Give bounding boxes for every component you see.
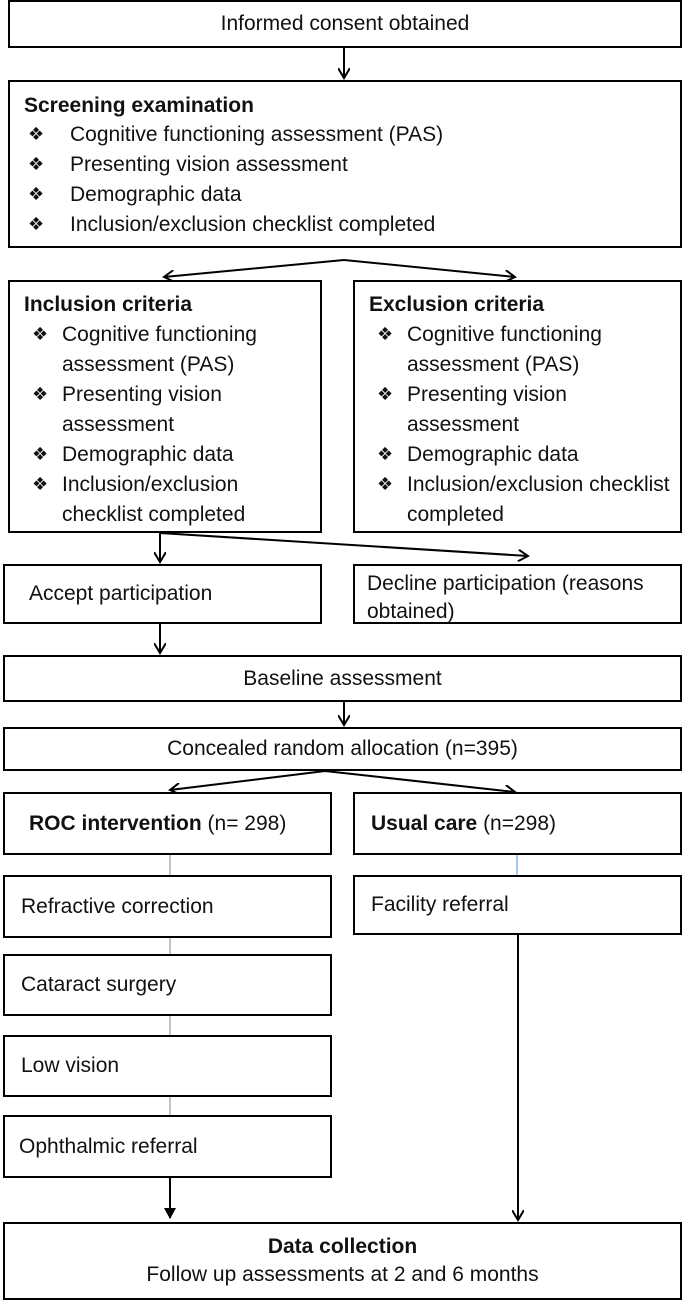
accept-label: Accept participation <box>29 582 213 605</box>
arrow-screening-inclusion <box>164 259 345 277</box>
allocation-label: Concealed random allocation (n=395) <box>167 737 518 760</box>
diamond-bullet-icon: ❖ <box>377 474 394 495</box>
ophthalmic-referral-label: Ophthalmic referral <box>19 1134 198 1158</box>
list-item: ❖Inclusion/exclusion checklist completed <box>24 470 310 530</box>
usual-count: (n=298) <box>477 811 557 835</box>
cataract-surgery-label: Cataract surgery <box>21 973 177 996</box>
data-collection-title: Data collection <box>267 1235 418 1258</box>
baseline-label: Baseline assessment <box>243 666 442 690</box>
consent-label: Informed consent obtained <box>220 12 470 35</box>
facility-referral-box: Facility referral <box>353 875 682 935</box>
diamond-bullet-icon: ❖ <box>28 184 45 205</box>
diamond-bullet-icon: ❖ <box>377 324 394 345</box>
diamond-bullet-icon: ❖ <box>32 444 49 465</box>
arrow-inclusion-decline <box>159 532 528 556</box>
low-vision-label: Low vision <box>21 1054 120 1077</box>
exclusion-list: ❖Cognitive functioning assessment (PAS) … <box>369 320 670 530</box>
list-item: ❖Presenting vision assessment <box>24 150 666 180</box>
diamond-bullet-icon: ❖ <box>377 444 394 465</box>
list-item: ❖Presenting vision assessment <box>24 380 310 440</box>
baseline-box: Baseline assessment <box>3 655 682 702</box>
exclusion-title: Exclusion criteria <box>369 293 545 316</box>
low-vision-box: Low vision <box>3 1035 332 1097</box>
facility-referral-label: Facility referral <box>371 893 509 916</box>
list-item: ❖Inclusion/exclusion checklist completed <box>24 210 666 240</box>
diamond-bullet-icon: ❖ <box>28 124 45 145</box>
arrow-allocation-usual <box>324 770 515 792</box>
inclusion-box: Inclusion criteria ❖Cognitive functionin… <box>8 280 322 533</box>
list-item: ❖Cognitive functioning assessment (PAS) <box>24 120 666 150</box>
list-item: ❖Presenting vision assessment <box>369 380 670 440</box>
diamond-bullet-icon: ❖ <box>28 214 45 235</box>
accept-box: Accept participation <box>3 564 322 624</box>
data-collection-box: Data collection Follow up assessments at… <box>3 1222 682 1300</box>
diamond-bullet-icon: ❖ <box>32 324 49 345</box>
diamond-bullet-icon: ❖ <box>28 154 45 175</box>
decline-label: Decline participation (reasons obtained) <box>367 572 644 623</box>
diamond-bullet-icon: ❖ <box>377 384 394 405</box>
exclusion-box: Exclusion criteria ❖Cognitive functionin… <box>353 280 682 533</box>
usual-title: Usual care <box>371 811 478 835</box>
refractive-correction-box: Refractive correction <box>3 875 332 938</box>
refractive-correction-label: Refractive correction <box>21 894 214 918</box>
list-item: ❖Demographic data <box>24 440 310 470</box>
usual-box: Usual care (n=298) <box>353 792 682 855</box>
cataract-surgery-box: Cataract surgery <box>3 954 332 1016</box>
consent-box: Informed consent obtained <box>8 0 682 48</box>
screening-title: Screening examination <box>24 94 254 117</box>
screening-list: ❖Cognitive functioning assessment (PAS) … <box>24 120 666 240</box>
inclusion-list: ❖Cognitive functioning assessment (PAS) … <box>24 320 310 530</box>
ophthalmic-referral-box: Ophthalmic referral <box>3 1115 332 1178</box>
list-item: ❖Demographic data <box>24 180 666 210</box>
list-item: ❖Demographic data <box>369 440 670 470</box>
diamond-bullet-icon: ❖ <box>32 384 49 405</box>
inclusion-title: Inclusion criteria <box>24 293 193 316</box>
diamond-bullet-icon: ❖ <box>32 474 49 495</box>
decline-box: Decline participation (reasons obtained) <box>353 564 682 624</box>
allocation-box: Concealed random allocation (n=395) <box>3 727 682 771</box>
roc-count: (n= 298) <box>201 811 287 835</box>
list-item: ❖Cognitive functioning assessment (PAS) <box>24 320 310 380</box>
screening-box: Screening examination ❖Cognitive functio… <box>8 80 682 248</box>
list-item: ❖Cognitive functioning assessment (PAS) <box>369 320 670 380</box>
arrow-screening-exclusion <box>343 259 515 277</box>
list-item: ❖Inclusion/exclusion checklist completed <box>369 470 670 530</box>
arrow-allocation-roc <box>170 770 326 790</box>
data-collection-subtitle: Follow up assessments at 2 and 6 months <box>146 1263 539 1286</box>
roc-title: ROC intervention <box>29 811 202 835</box>
roc-box: ROC intervention (n= 298) <box>3 792 332 855</box>
